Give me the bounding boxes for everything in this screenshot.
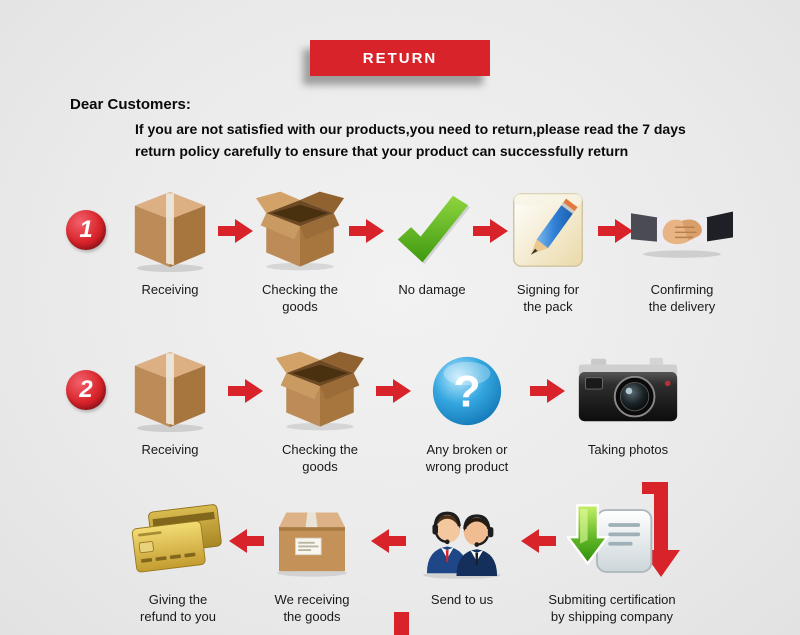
arrow-right-icon <box>473 218 509 244</box>
step-receiving-row1: Receiving <box>110 180 230 299</box>
arrow-left-icon <box>370 528 406 554</box>
arrow-left-icon <box>228 528 264 554</box>
arrow-right-icon <box>530 378 566 404</box>
arrow-right-icon <box>349 218 385 244</box>
step-send-to-us: Send to us <box>402 490 522 609</box>
step-label: Checking the goods <box>262 282 338 314</box>
open-box-icon <box>255 180 345 280</box>
step-label: Giving the refund to you <box>140 592 216 624</box>
intro-line-2: return policy carefully to ensure that y… <box>135 143 629 159</box>
arrow-right-icon <box>376 378 412 404</box>
certification-icon <box>567 490 657 590</box>
step-label: Submiting certification by shipping comp… <box>548 592 676 624</box>
arrow-right-icon <box>218 218 254 244</box>
arrow-right-icon <box>228 378 264 404</box>
svg-text:?: ? <box>453 366 480 417</box>
checkmark-icon <box>392 180 472 280</box>
step-number-badge-2: 2 <box>66 370 106 410</box>
step-taking-photos: Taking photos <box>568 340 688 459</box>
step-number-badge-1: 1 <box>66 210 106 250</box>
step-confirming-delivery: Confirming the delivery <box>622 180 742 316</box>
step-checking-row1: Checking the goods <box>240 180 360 316</box>
camera-icon <box>576 340 680 440</box>
step-label: No damage <box>398 282 466 297</box>
step-checking-row2: Checking the goods <box>260 340 380 476</box>
step-refund: Giving the refund to you <box>118 490 238 626</box>
step-receiving-row2: Receiving <box>110 340 230 459</box>
question-mark-icon: ? <box>428 340 506 440</box>
step-we-receiving: We receiving the goods <box>252 490 372 626</box>
step-label: Confirming the delivery <box>648 282 716 314</box>
intro-line-1: If you are not satisfied with our produc… <box>135 121 686 137</box>
step-label: We receiving the goods <box>274 592 350 624</box>
closed-box-icon <box>126 340 214 440</box>
step-label: Receiving <box>141 282 199 297</box>
handshake-icon <box>631 180 733 280</box>
step-no-damage: No damage <box>372 180 492 299</box>
closed-box-icon <box>126 180 214 280</box>
credit-cards-icon <box>128 490 228 590</box>
step-label: Taking photos <box>587 442 669 457</box>
support-team-icon <box>414 490 510 590</box>
step-label: Receiving <box>141 442 199 457</box>
step-label: Any broken or wrong product <box>425 442 509 474</box>
arrow-left-icon <box>520 528 556 554</box>
intro-heading: Dear Customers: <box>70 96 191 113</box>
open-box-icon <box>275 340 365 440</box>
step-label: Send to us <box>430 592 494 607</box>
arrow-right-icon <box>598 218 634 244</box>
signing-pad-icon <box>507 180 589 280</box>
step-broken-product: ? Any broken or wrong product <box>407 340 527 476</box>
plain-box-icon <box>268 490 356 590</box>
step-signing: Signing for the pack <box>488 180 608 316</box>
step-label: Signing for the pack <box>516 282 580 314</box>
step-label: Checking the goods <box>282 442 358 474</box>
step-certification: Submiting certification by shipping comp… <box>527 490 697 626</box>
return-banner: RETURN <box>310 40 490 76</box>
flow-continue-stub <box>394 612 409 635</box>
